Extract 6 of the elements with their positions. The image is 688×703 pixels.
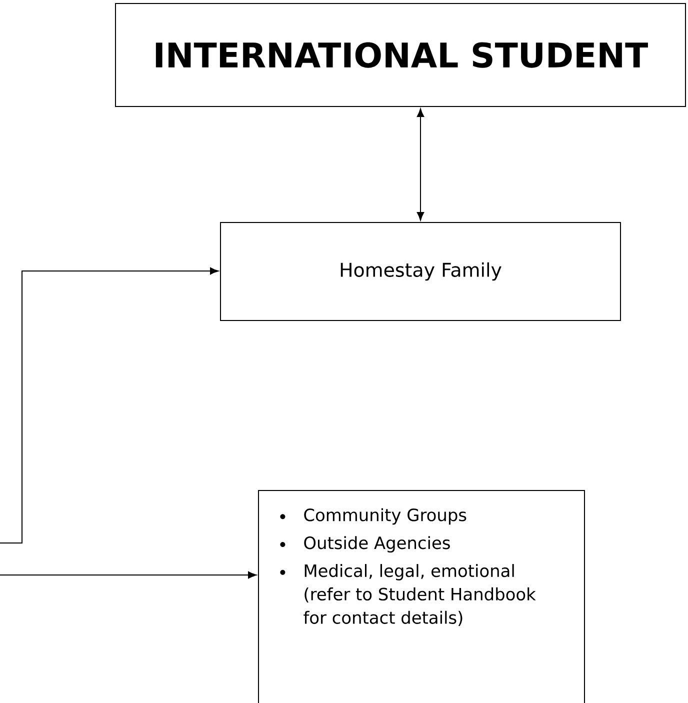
arrow <box>0 571 257 579</box>
title-box: INTERNATIONAL STUDENT <box>115 3 686 107</box>
arrow <box>416 108 424 221</box>
list-box: Community Groups Outside Agencies Medical, legal, emotional (refer to Student Handbook for contact details) <box>258 490 585 703</box>
process-box: Homestay Family <box>220 222 621 321</box>
arrow <box>0 267 219 544</box>
